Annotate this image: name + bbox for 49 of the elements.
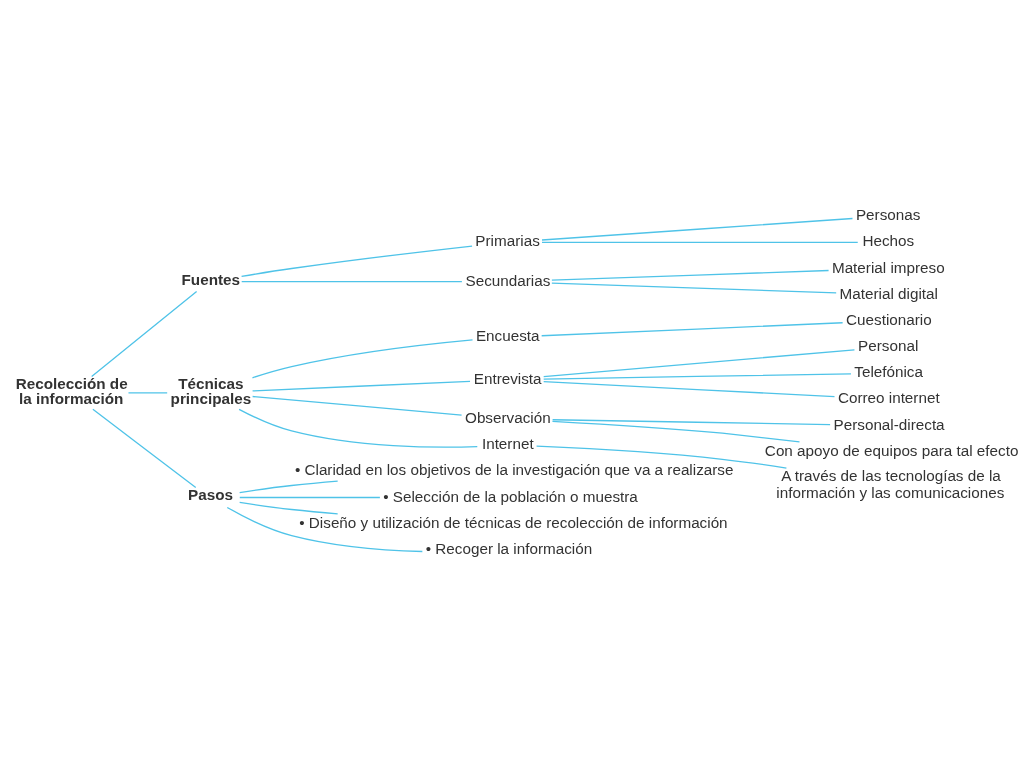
node-text: • Recoger la información [425, 539, 593, 557]
connector [551, 419, 831, 426]
connector [251, 380, 471, 392]
node-text: Correo internet [837, 389, 940, 407]
node-text: Cuestionario [846, 310, 932, 328]
connector [226, 506, 423, 553]
connector [127, 392, 168, 394]
node-text: Recolección de la información [15, 374, 128, 407]
connector [551, 420, 801, 443]
node-text: • Diseño y utilización de técnicas de recolección de información [299, 513, 728, 531]
connector [543, 380, 836, 398]
node-text: Personal-directa [833, 415, 945, 433]
node-text: Entrevista [473, 369, 542, 387]
connector [251, 339, 474, 379]
connector [92, 408, 197, 489]
node-text: • Selección de la población o muestra [383, 487, 638, 505]
connector [241, 280, 463, 283]
connector [551, 269, 830, 281]
node-text: Encuesta [475, 327, 540, 345]
node-text: Personal [858, 337, 919, 355]
node-text: Hechos [862, 232, 915, 250]
node-text: Pasos [188, 486, 234, 504]
node-text: A través de las tecnologías de la información y las comunicaciones [776, 467, 1005, 501]
connector [551, 282, 837, 294]
connector [251, 395, 463, 416]
connector [239, 480, 339, 494]
connector [240, 245, 473, 277]
node-text: Fuentes [181, 270, 240, 288]
connector [541, 322, 844, 337]
node-text: • Claridad en los objetivos de la investigación que va a realizarse [294, 461, 734, 479]
node-text: Telefónica [854, 363, 923, 381]
node-text: Primarias [475, 232, 540, 250]
connector [541, 241, 859, 243]
connector [535, 445, 788, 469]
node-text: Técnicas principales [170, 374, 252, 407]
node-text: Con apoyo de equipos para tal efecto [764, 441, 1019, 459]
connector [238, 408, 478, 448]
node-text: Observación [465, 409, 551, 427]
connector [543, 373, 852, 380]
node-text: Internet [481, 435, 534, 453]
node-text: Material impreso [831, 258, 945, 276]
node-text: Secundarias [465, 271, 551, 289]
connector [543, 349, 856, 378]
node-text: Personas [855, 206, 921, 224]
connector [541, 217, 854, 241]
connector [239, 496, 381, 499]
node-text: Material digital [839, 284, 938, 302]
connector [239, 501, 339, 515]
connector [91, 290, 198, 378]
